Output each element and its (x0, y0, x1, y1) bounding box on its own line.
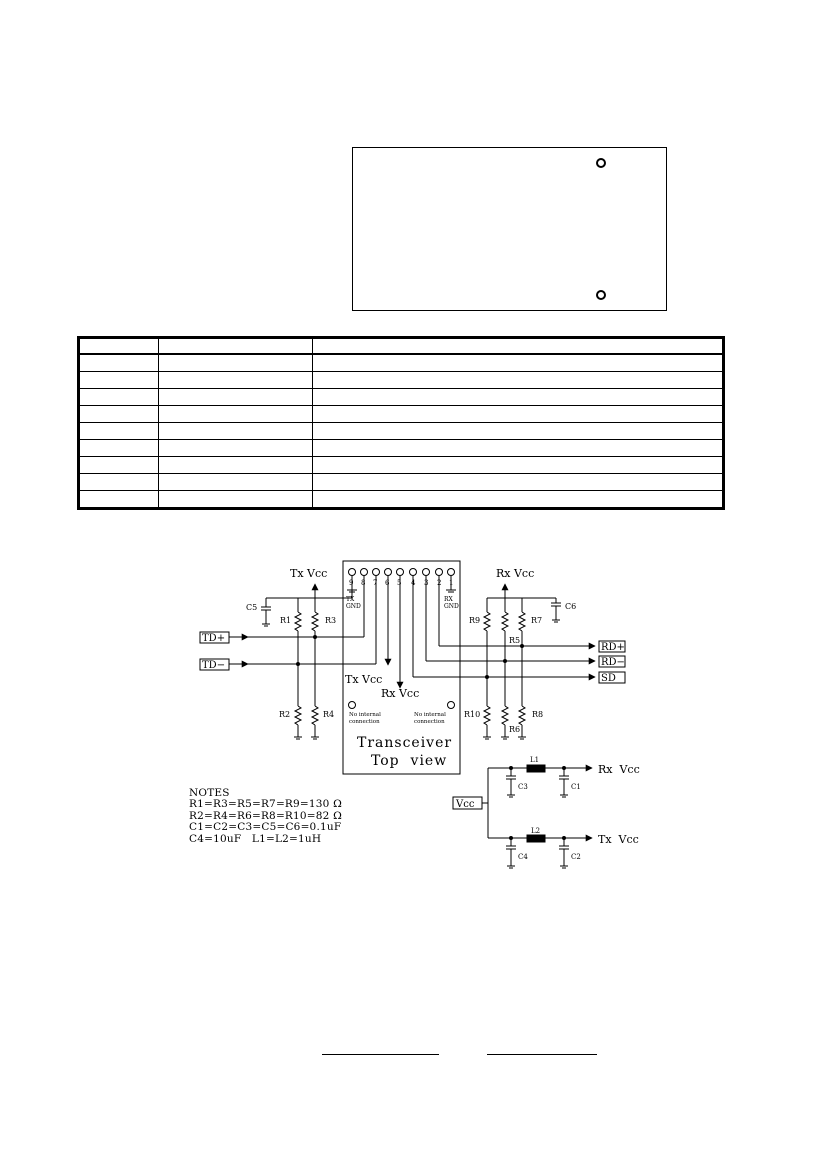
r6-label: R6 (509, 725, 520, 734)
inductor-l1 (526, 764, 546, 773)
c4-label: C4 (518, 853, 528, 861)
table-row (78, 370, 724, 389)
r5-label: R5 (509, 636, 520, 645)
c1-label: C1 (571, 783, 581, 791)
pin-number-9: 9 (349, 579, 353, 587)
package-outline (352, 147, 667, 311)
table-row (78, 455, 724, 474)
no-connection-marker-right (447, 701, 455, 709)
signature-line-right (487, 1054, 597, 1055)
mounting-hole-bottom (596, 290, 606, 300)
rx-gnd-label-1: RX (444, 596, 454, 603)
no-connection-marker-left (348, 701, 356, 709)
transceiver-body (342, 560, 461, 775)
tx-vcc-label: Tx Vcc (290, 567, 327, 580)
l1-label: L1 (530, 756, 539, 764)
notes-heading: NOTES (189, 787, 230, 799)
table-row (78, 421, 724, 440)
r8-label: R8 (532, 710, 543, 719)
notes-line-3: C1=C2=C3=C5=C6=0.1uF (189, 821, 342, 834)
sd-box (598, 671, 626, 684)
notes-line-4: C4=10uF L1=L2=1uH (189, 832, 322, 845)
c5-label: C5 (246, 603, 257, 612)
td-plus-label: TD+ (202, 633, 225, 644)
pin-description-table (77, 336, 725, 510)
pin-row (348, 568, 455, 576)
notes-line-1: R1=R3=R5=R7=R9=130 Ω (189, 798, 343, 811)
l2-label: L2 (531, 827, 540, 835)
inductor-l2 (526, 834, 546, 843)
table-row (78, 438, 724, 457)
rd-plus-box (598, 640, 626, 653)
r9-label: R9 (469, 616, 480, 625)
pin-ground-symbols (347, 576, 456, 593)
r4-label: R4 (323, 710, 334, 719)
transceiver-title: Transceiver (357, 735, 452, 751)
notes-line-2: R2=R4=R6=R8=R10=82 Ω (189, 809, 343, 822)
no-connection-right-2: connection (414, 719, 445, 725)
transceiver-subtitle: Top view (371, 753, 447, 769)
rd-plus-label: RD+ (601, 642, 625, 653)
rx-vcc-mid-label: Rx Vcc (381, 687, 419, 700)
component-notes: NOTES R1=R3=R5=R7=R9=130 Ω R2=R4=R6=R8=R… (189, 787, 343, 845)
rd-minus-label: RD− (601, 657, 625, 668)
c3-label: C3 (518, 783, 528, 791)
c2-label: C2 (571, 853, 581, 861)
pin-number-5: 5 (397, 579, 401, 587)
pin-number-7: 7 (373, 579, 377, 587)
table-row (78, 353, 724, 372)
r3-label: R3 (325, 616, 336, 625)
rx-vcc-out-label: Rx Vcc (598, 763, 640, 776)
vcc-box-label: Vcc (455, 799, 475, 810)
c6-label: C6 (565, 602, 576, 611)
r7-label: R7 (531, 616, 542, 625)
rx-gnd-label-2: GND (444, 603, 459, 610)
no-connection-left-2: connection (349, 719, 380, 725)
signature-line-left (322, 1054, 439, 1055)
no-connection-left-1: No internal (349, 712, 381, 718)
table-row (78, 404, 724, 423)
mounting-hole-top (596, 158, 606, 168)
rx-vcc-label: Rx Vcc (496, 567, 534, 580)
pin-number-8: 8 (361, 579, 365, 587)
r2-label: R2 (279, 710, 290, 719)
tx-vcc-mid-label: Tx Vcc (345, 673, 382, 686)
table-row (78, 472, 724, 491)
r10-label: R10 (464, 710, 480, 719)
tx-gnd-label-1: TX (346, 596, 355, 603)
r1-label: R1 (280, 616, 291, 625)
tx-vcc-out-label: Tx Vcc (598, 833, 639, 846)
table-header-row (78, 337, 724, 355)
td-minus-label: TD− (202, 660, 225, 671)
table-row (78, 489, 724, 509)
sd-label: SD (601, 673, 616, 684)
rd-minus-box (598, 655, 626, 668)
tx-gnd-label-2: GND (346, 603, 361, 610)
no-connection-right-1: No internal (414, 712, 446, 718)
table-row (78, 387, 724, 406)
